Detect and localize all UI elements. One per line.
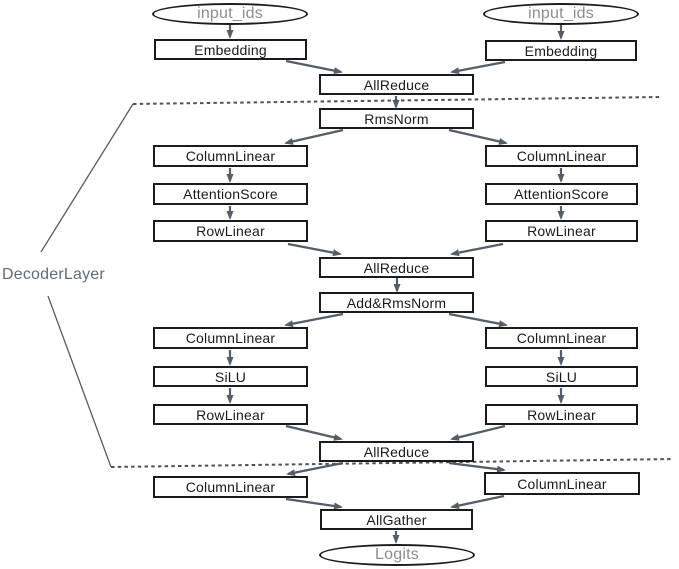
arrow-embedding-left-allreduce1 <box>285 59 343 75</box>
attentionscore-left-box: AttentionScore <box>153 183 308 205</box>
columnlinear-mlp-left-box: ColumnLinear <box>153 327 308 349</box>
arrow-rowlinear-right-allreduce3 <box>450 424 506 441</box>
arrow-columnlinear-right-allgather <box>450 494 505 509</box>
columnlinear-attn-left-box: ColumnLinear <box>153 145 308 167</box>
arrow-addrmsnorm-columnlinear-left <box>284 312 344 328</box>
arrow-addrmsnorm-columnlinear-right <box>448 312 508 328</box>
allreduce-3-box: AllReduce <box>319 441 474 462</box>
silu-right-box: SiLU <box>485 366 638 387</box>
columnlinear-attn-right-box: ColumnLinear <box>485 145 638 167</box>
input-ids-right-ellipse: input_ids <box>483 3 639 25</box>
arrow-rowlinear-left-allreduce3 <box>285 424 343 441</box>
allgather-box: AllGather <box>320 509 473 530</box>
arrow-allreduce3-columnlinear-right <box>448 461 506 473</box>
decoderlayer-bracket-upper <box>40 103 134 253</box>
logits-ellipse: Logits <box>319 544 475 566</box>
rowlinear-attn-right-box: RowLinear <box>485 220 638 242</box>
silu-left-box: SiLU <box>153 366 308 387</box>
allreduce-2-box: AllReduce <box>319 257 474 278</box>
dotted-separator-top <box>132 96 662 105</box>
decoder-layer-label: DecoderLayer <box>2 266 105 283</box>
rmsnorm-box: RmsNorm <box>319 108 474 129</box>
embedding-right-box: Embedding <box>485 40 637 61</box>
arrow-embedding-right-allreduce1 <box>450 60 506 75</box>
arrow-rmsnorm-columnlinear-right <box>448 128 508 145</box>
columnlinear-mlp-right-box: ColumnLinear <box>485 327 638 349</box>
arrow-columnlinear-left-allgather <box>285 497 343 510</box>
add-rmsnorm-box: Add&RmsNorm <box>319 292 474 313</box>
arrow-allreduce3-columnlinear-left <box>286 461 344 477</box>
decoderlayer-bracket-lower <box>47 295 112 468</box>
arrow-rowlinear-right-allreduce2 <box>450 242 504 257</box>
attentionscore-right-box: AttentionScore <box>485 183 638 205</box>
arrow-rowlinear-left-allreduce2 <box>287 242 342 257</box>
rowlinear-mlp-left-box: RowLinear <box>153 404 308 425</box>
arrow-rmsnorm-columnlinear-left <box>284 128 344 145</box>
columnlinear-head-left-box: ColumnLinear <box>153 476 308 498</box>
rowlinear-attn-left-box: RowLinear <box>153 220 308 242</box>
rowlinear-mlp-right-box: RowLinear <box>485 404 638 425</box>
columnlinear-head-right-box: ColumnLinear <box>484 472 640 495</box>
embedding-left-box: Embedding <box>154 39 307 60</box>
input-ids-left-ellipse: input_ids <box>152 3 308 25</box>
allreduce-1-box: AllReduce <box>319 74 474 95</box>
